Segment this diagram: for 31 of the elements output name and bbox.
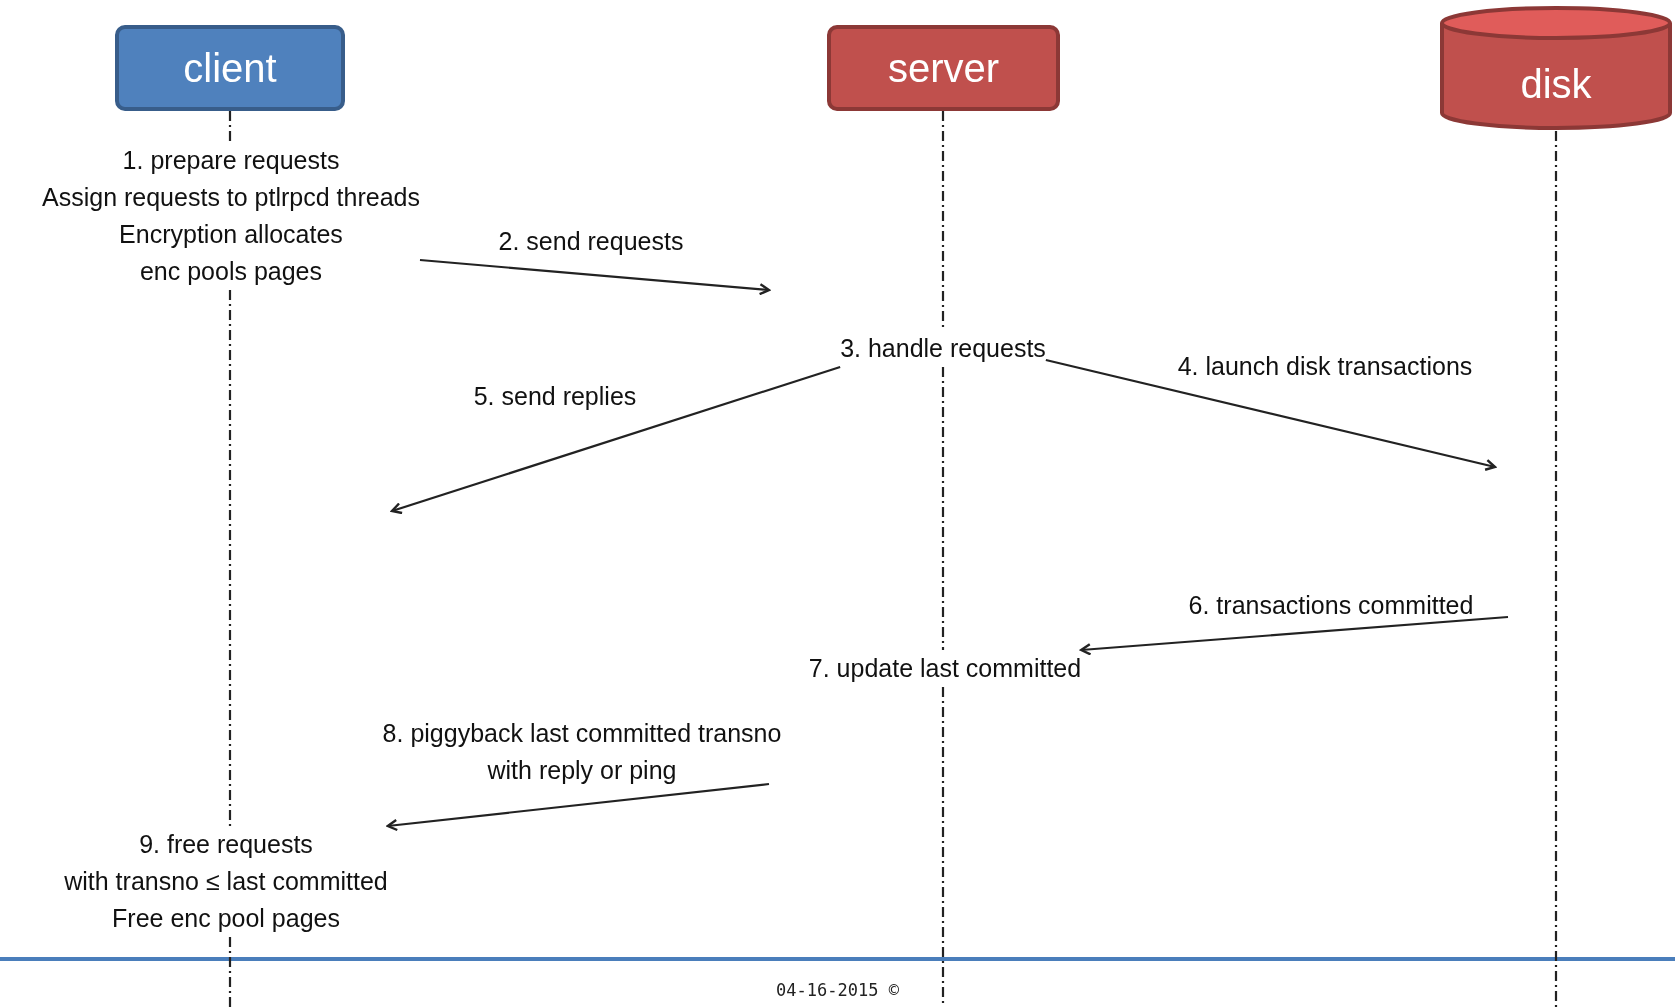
participant-label: server <box>887 45 1000 91</box>
lifeline <box>941 111 945 330</box>
lifeline <box>228 290 232 826</box>
participant-label: disk <box>1520 62 1592 107</box>
message-arrow <box>1080 615 1509 656</box>
lifeline <box>1554 131 1558 1007</box>
participant-box <box>827 25 1060 111</box>
step-note: Free enc pool pages <box>112 903 340 934</box>
message-arrow <box>386 782 770 832</box>
database-cylinder <box>1439 5 1673 131</box>
edge-label: 5. send replies <box>472 380 638 412</box>
lifeline <box>228 111 232 142</box>
lifeline <box>941 367 945 650</box>
edge-label: 8. piggyback last committed transno with reply or ping <box>381 718 783 786</box>
lifeline <box>228 937 232 1007</box>
step-note: 1. prepare requests <box>122 145 340 176</box>
message-arrow <box>1045 358 1497 471</box>
participant-label: client <box>183 45 277 91</box>
participant-box <box>115 25 345 111</box>
edge-label: 6. transactions committed <box>1187 589 1475 621</box>
message-arrow <box>390 365 841 515</box>
step-note: Assign requests to ptlrpcd threads <box>42 182 420 213</box>
step-note: 9. free requests <box>139 829 313 860</box>
step-note: 7. update last committed <box>808 653 1082 684</box>
step-note: 3. handle requests <box>840 333 1046 364</box>
edge-label: 4. launch disk transactions <box>1176 350 1474 382</box>
message-arrow <box>419 258 771 296</box>
footer-text: 04-16-2015 © <box>776 980 899 1000</box>
step-note: Encryption allocates enc pools pages <box>118 219 344 287</box>
edge-label: 2. send requests <box>497 225 685 257</box>
step-note: with transno ≤ last committed <box>64 866 388 897</box>
